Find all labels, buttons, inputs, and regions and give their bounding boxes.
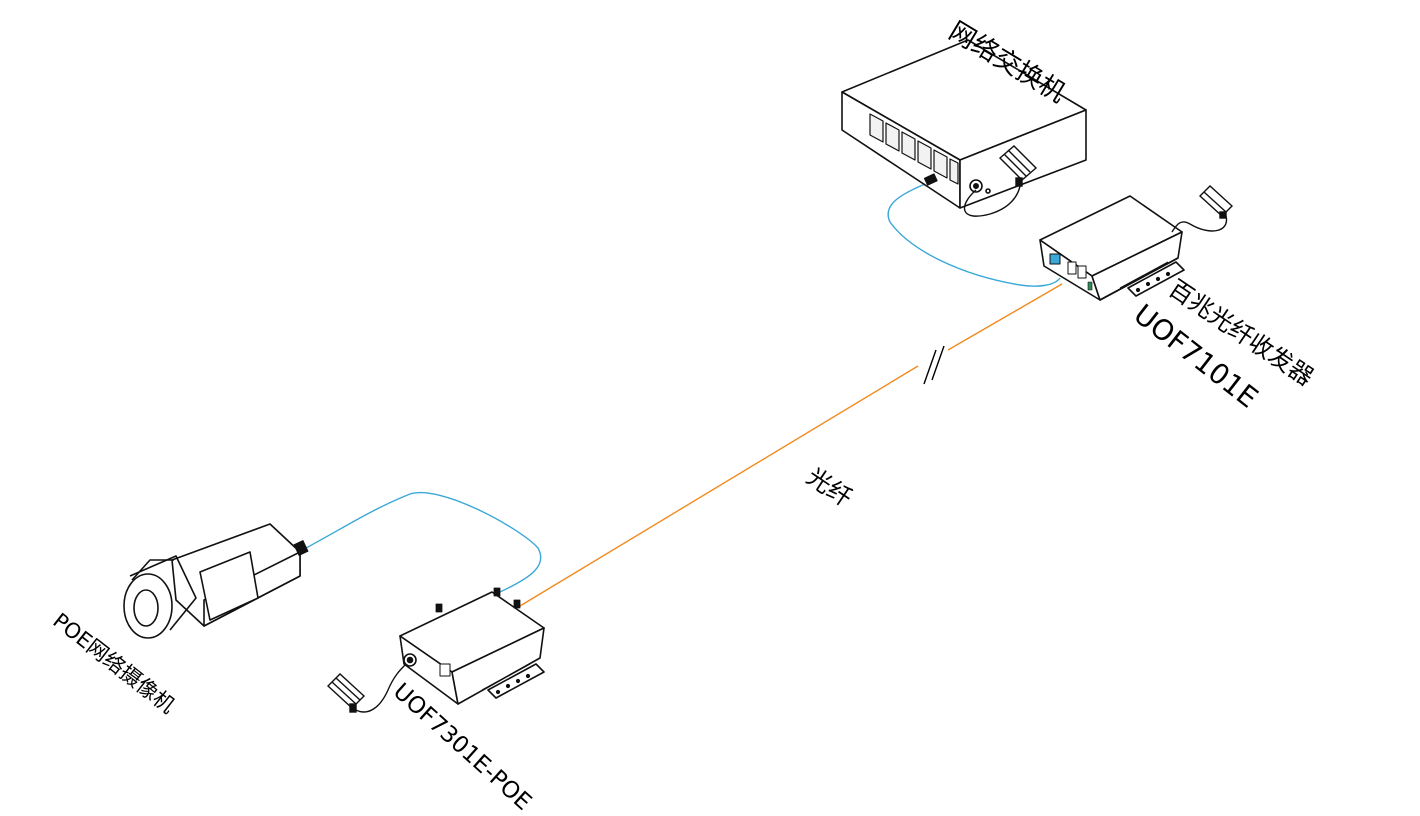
poe-camera	[123, 523, 309, 639]
fiber-cable-upper	[947, 283, 1063, 351]
ethernet-cable-camera-to-converter	[305, 491, 542, 593]
fiber-cable	[519, 283, 1063, 607]
converter-bottom-power-adapter	[326, 663, 407, 713]
converter-top-power-adapter	[1171, 185, 1234, 233]
switch-power-adapter	[963, 145, 1038, 217]
media-converter-bottom	[399, 587, 545, 705]
fiber-break-mark	[923, 349, 937, 385]
network-switch	[841, 39, 1087, 209]
switch-ports	[869, 113, 959, 185]
switch-port-plug	[923, 173, 938, 186]
ethernet-cable-switch-to-converter	[887, 181, 1061, 287]
media-converter-top	[1039, 195, 1185, 301]
fiber-break-mark	[931, 345, 945, 381]
fiber-cable-lower	[519, 365, 919, 607]
